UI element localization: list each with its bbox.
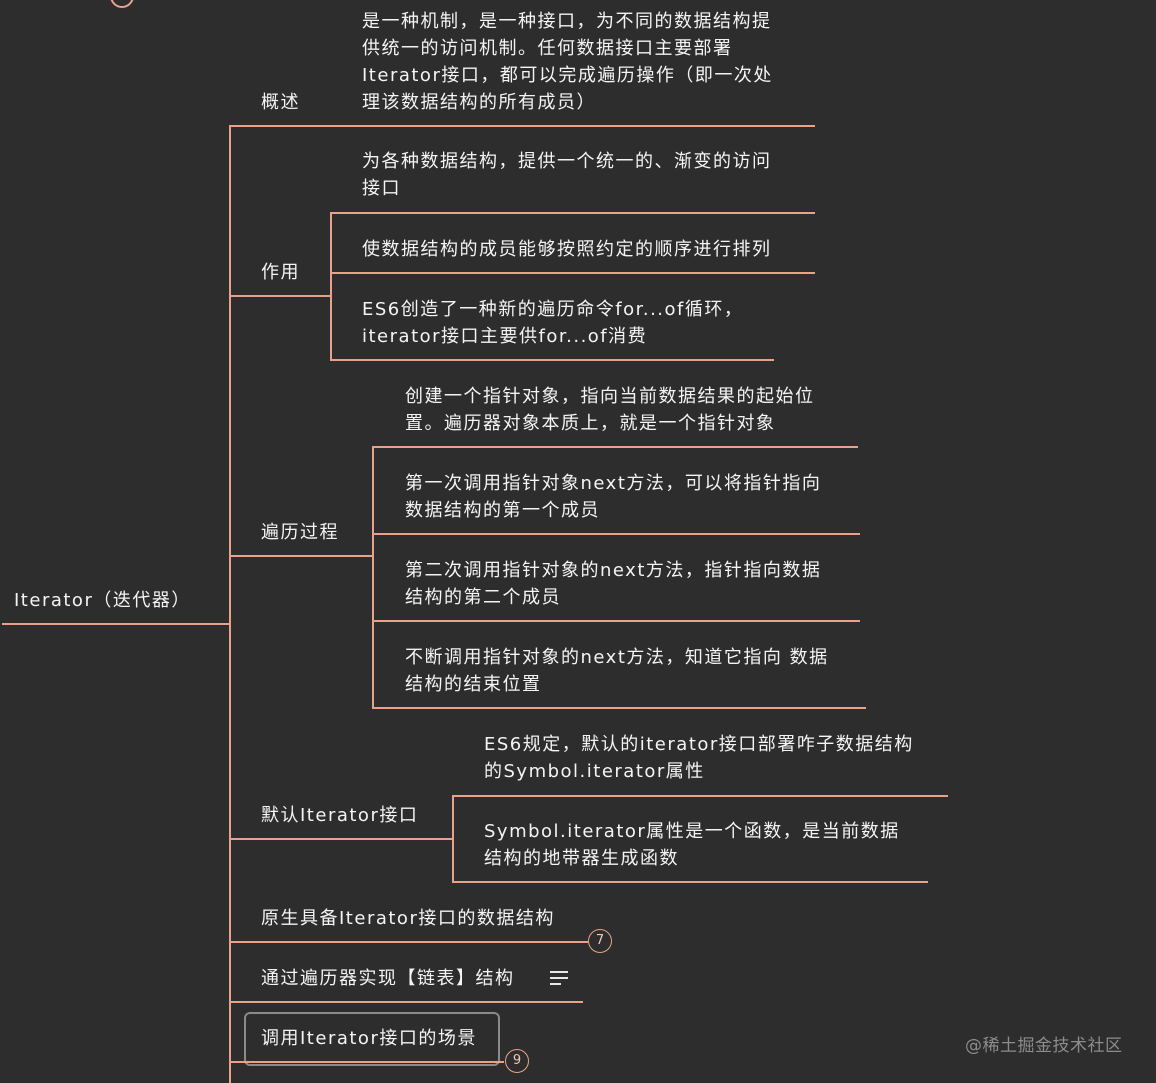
branch-usage-scenarios[interactable]: 调用Iterator接口的场景 <box>261 1028 477 1049</box>
branch-traversal[interactable]: 遍历过程 <box>261 522 339 543</box>
traversal-child-1-underline <box>372 446 858 448</box>
purpose-child-1[interactable]: 为各种数据结构，提供一个统一的、渐变的访问 接口 <box>362 151 772 199</box>
branch-overview-underline <box>229 125 349 127</box>
traversal-child-2[interactable]: 第一次调用指针对象next方法，可以将指针指向 数据结构的第一个成员 <box>405 473 822 521</box>
default-iterator-spine <box>452 795 454 882</box>
traversal-child-1[interactable]: 创建一个指针对象，指向当前数据结果的起始位 置。遍历器对象本质上，就是一个指针对… <box>405 386 815 434</box>
collapsed-count-badge[interactable]: 7 <box>588 929 612 953</box>
purpose-spine <box>330 212 332 360</box>
root-node[interactable]: Iterator（迭代器） <box>14 590 191 611</box>
branch-linked-list-underline <box>229 1001 583 1003</box>
branch-traversal-underline <box>229 555 373 557</box>
default-iterator-child-2[interactable]: Symbol.iterator属性是一个函数，是当前数据 结构的地带器生成函数 <box>484 821 900 869</box>
branch-overview[interactable]: 概述 <box>261 92 300 113</box>
traversal-child-4[interactable]: 不断调用指针对象的next方法，知道它指向 数据 结构的结束位置 <box>405 647 829 695</box>
note-icon[interactable] <box>550 971 568 985</box>
default-iterator-child-1-underline <box>452 795 948 797</box>
branch-purpose-underline <box>229 295 331 297</box>
branch-linked-list[interactable]: 通过遍历器实现【链表】结构 <box>261 968 515 989</box>
overview-child-1-underline <box>349 125 815 127</box>
branch-native-structures[interactable]: 原生具备Iterator接口的数据结构 <box>261 908 555 929</box>
selection-highlight <box>244 1012 500 1066</box>
traversal-child-4-underline <box>372 707 866 709</box>
branch-usage-scenarios-underline <box>229 1061 504 1063</box>
branch-default-iterator-underline <box>229 838 453 840</box>
root-underline <box>2 623 230 625</box>
purpose-child-3-underline <box>330 359 774 361</box>
traversal-child-3[interactable]: 第二次调用指针对象的next方法，指针指向数据 结构的第二个成员 <box>405 560 822 608</box>
purpose-child-2-underline <box>330 272 815 274</box>
branch-default-iterator[interactable]: 默认Iterator接口 <box>261 805 419 826</box>
branch-native-structures-underline <box>229 941 588 943</box>
main-spine <box>229 126 231 1083</box>
default-iterator-child-1[interactable]: ES6规定，默认的iterator接口部署咋子数据结构 的Symbol.iter… <box>484 734 914 782</box>
collapsed-indicator-partial <box>110 0 134 8</box>
purpose-child-3[interactable]: ES6创造了一种新的遍历命令for...of循环， iterator接口主要供f… <box>362 299 744 347</box>
purpose-child-2[interactable]: 使数据结构的成员能够按照约定的顺序进行排列 <box>362 239 772 260</box>
watermark: @稀土掘金技术社区 <box>965 1036 1123 1056</box>
overview-child-1[interactable]: 是一种机制，是一种接口，为不同的数据结构提 供统一的访问机制。任何数据接口主要部… <box>362 11 773 113</box>
traversal-child-2-underline <box>372 533 860 535</box>
purpose-child-1-underline <box>330 212 815 214</box>
branch-purpose[interactable]: 作用 <box>261 262 300 283</box>
default-iterator-child-2-underline <box>452 881 928 883</box>
traversal-spine <box>372 446 374 708</box>
collapsed-count-badge[interactable]: 9 <box>505 1049 529 1073</box>
traversal-child-3-underline <box>372 620 860 622</box>
